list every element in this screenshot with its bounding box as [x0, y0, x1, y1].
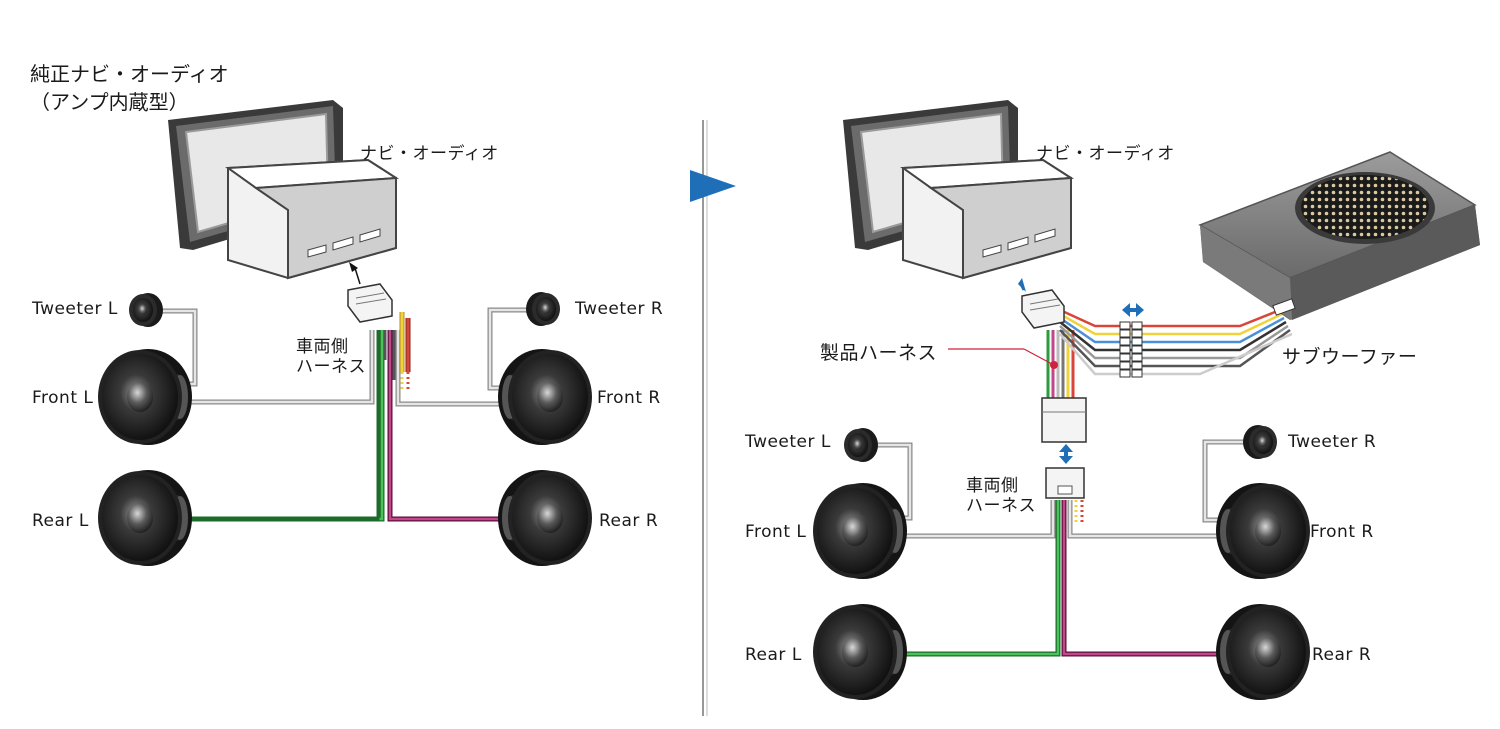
left-wiring	[158, 307, 530, 522]
left-rear-l-label: Rear L	[32, 511, 89, 531]
right-harness-line1: 車両側	[966, 476, 1019, 496]
tweeter-r-icon-right	[1243, 425, 1277, 459]
tweeter-r-icon	[526, 292, 560, 326]
product-connector-bottom	[1041, 397, 1087, 443]
left-title-line2: （アンプ内蔵型）	[30, 90, 189, 114]
right-tweeter-r-label: Tweeter R	[1288, 432, 1377, 452]
front-r-speaker-icon-right	[1216, 483, 1310, 579]
rear-l-speaker-icon	[98, 470, 192, 566]
blue-arrow-vertical	[1059, 444, 1073, 464]
blue-arrow-up	[1018, 278, 1026, 292]
subwoofer-label: サブウーファー	[1282, 346, 1418, 368]
left-navi-label: ナビ・オーディオ	[360, 144, 499, 164]
flow-arrow	[690, 170, 736, 202]
blue-arrow-horizontal	[1122, 303, 1144, 317]
right-rear-l-label: Rear L	[745, 645, 802, 665]
left-vehicle-harness-label: 車両側 ハーネス	[296, 337, 366, 377]
left-tweeter-l-label: Tweeter L	[32, 299, 118, 319]
right-vehicle-harness-label: 車両側 ハーネス	[966, 476, 1036, 516]
rear-r-speaker-icon	[498, 470, 592, 566]
right-rear-r-label: Rear R	[1312, 645, 1372, 665]
tweeter-l-icon	[129, 293, 163, 327]
navi-unit-right	[842, 99, 1072, 279]
tweeter-l-icon-right	[844, 428, 878, 462]
left-tweeter-r-label: Tweeter R	[575, 299, 664, 319]
right-tweeter-l-label: Tweeter L	[745, 432, 831, 452]
vehicle-connector-left	[347, 262, 393, 323]
left-title-line1: 純正ナビ・オーディオ	[30, 62, 229, 86]
right-wiring	[872, 308, 1293, 657]
left-title: 純正ナビ・オーディオ （アンプ内蔵型）	[30, 60, 229, 116]
left-harness-line1: 車両側	[296, 337, 349, 357]
front-l-speaker-icon	[98, 349, 192, 445]
left-rear-r-label: Rear R	[599, 511, 659, 531]
left-front-l-label: Front L	[32, 388, 94, 408]
left-front-r-label: Front R	[597, 388, 661, 408]
right-front-l-label: Front L	[745, 522, 807, 542]
navi-unit-left	[167, 99, 397, 279]
right-front-r-label: Front R	[1310, 522, 1374, 542]
subwoofer-unit	[1198, 151, 1480, 320]
rear-r-speaker-icon-right	[1216, 604, 1310, 700]
front-l-speaker-icon-right	[813, 483, 907, 579]
right-harness-line2: ハーネス	[966, 496, 1036, 516]
product-harness-dot	[1050, 361, 1058, 369]
product-harness-label: 製品ハーネス	[820, 342, 938, 364]
left-harness-line2: ハーネス	[296, 357, 366, 377]
front-r-speaker-icon	[498, 349, 592, 445]
vehicle-connector-right	[1045, 467, 1085, 499]
right-navi-label: ナビ・オーディオ	[1036, 144, 1175, 164]
rear-l-speaker-icon-right	[813, 604, 907, 700]
product-connector-top	[1021, 289, 1065, 329]
